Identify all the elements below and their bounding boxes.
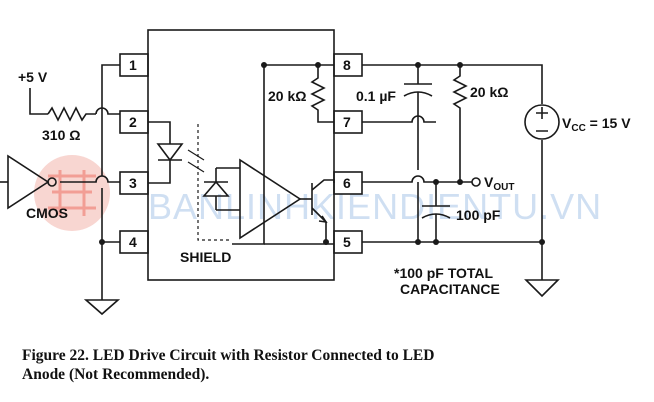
amplifier-icon <box>239 158 302 240</box>
supply-label: +5 V <box>18 69 48 85</box>
internal-resistor-label: 20 kΩ <box>268 88 306 104</box>
pin-1-label: 1 <box>129 57 137 73</box>
pin-2-label: 2 <box>129 114 137 130</box>
external-resistor-label: 20 kΩ <box>470 84 508 100</box>
pin-4-label: 4 <box>129 234 137 250</box>
cmos-label: CMOS <box>26 205 68 221</box>
led-icon <box>156 143 184 162</box>
optocoupler-body <box>147 29 335 281</box>
watermark: BANLINHKIENDIENTU.VN <box>34 155 602 231</box>
note-line-1: *100 pF TOTAL <box>394 265 494 281</box>
vcc-source-icon <box>524 104 560 140</box>
ground-right-icon <box>524 279 560 298</box>
internal-circuit <box>148 64 335 245</box>
pin-7-label: 7 <box>343 114 351 130</box>
figure-caption: Figure 22. LED Drive Circuit with Resist… <box>22 346 632 384</box>
load-cap-label: 100 pF <box>456 207 501 223</box>
caption-line-2: Anode (Not Recommended). <box>22 366 210 383</box>
note-line-2: CAPACITANCE <box>400 281 500 297</box>
pin-6-label: 6 <box>343 175 351 191</box>
pin-5-label: 5 <box>343 234 351 250</box>
watermark-text: BANLINHKIENDIENTU.VN <box>148 186 602 227</box>
pin-3-label: 3 <box>129 175 137 191</box>
caption-line-1: Figure 22. LED Drive Circuit with Resist… <box>22 347 435 364</box>
vout-label: VOUT <box>484 174 514 193</box>
shield-label: SHIELD <box>180 249 231 265</box>
pin-8-label: 8 <box>343 57 351 73</box>
vcc-label: VCC = 15 V <box>562 115 631 134</box>
bypass-cap-label: 0.1 µF <box>356 88 396 104</box>
input-resistor-label: 310 Ω <box>42 127 80 143</box>
ground-left-icon <box>83 299 121 316</box>
circuit-diagram: BANLINHKIENDIENTU.VN 1 2 3 4 5 6 7 8 <box>0 29 631 316</box>
